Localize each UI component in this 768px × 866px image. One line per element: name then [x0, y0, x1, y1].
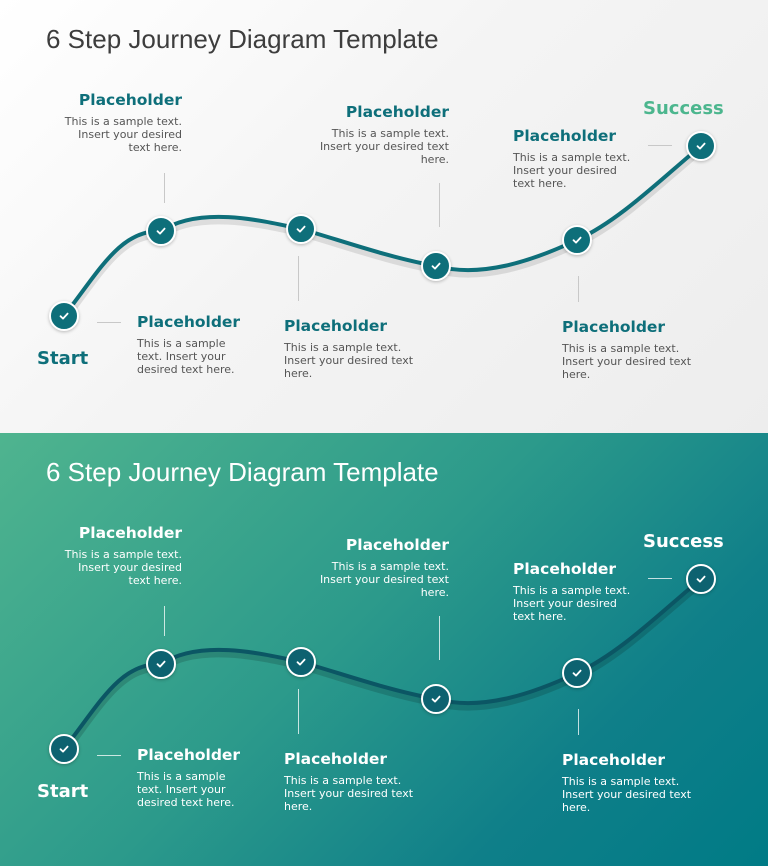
step-node-success — [686, 131, 716, 161]
step-node-4 — [562, 225, 592, 255]
step-heading: Placeholder — [78, 91, 182, 109]
check-icon — [696, 142, 706, 150]
step-node-4 — [562, 658, 592, 688]
step-card-6: Placeholder This is a sample text. Inser… — [562, 751, 691, 814]
step-card-3: Placeholder This is a sample text. Inser… — [284, 750, 413, 813]
leader-line — [97, 755, 121, 756]
success-label: Success — [643, 531, 724, 552]
leader-line — [648, 145, 672, 146]
step-description: This is a sample text. Insert your desir… — [284, 774, 414, 813]
leader-line — [439, 183, 440, 227]
step-node-3 — [421, 251, 451, 281]
step-heading: Placeholder — [513, 560, 617, 578]
step-heading: Placeholder — [284, 750, 388, 768]
step-description: This is a sample text. Insert your desir… — [137, 770, 235, 809]
check-icon — [296, 658, 306, 666]
leader-line — [298, 256, 299, 301]
step-node-1 — [146, 216, 176, 246]
step-node-start — [49, 301, 79, 331]
step-description: This is a sample text. Insert your desir… — [319, 127, 449, 166]
step-description: This is a sample text. Insert your desir… — [562, 775, 692, 814]
leader-line — [97, 322, 121, 323]
check-icon — [431, 695, 441, 703]
start-label: Start — [37, 348, 89, 369]
leader-line — [578, 709, 579, 735]
step-node-success — [686, 564, 716, 594]
check-icon — [59, 745, 69, 753]
check-icon — [156, 660, 166, 668]
step-node-2 — [286, 214, 316, 244]
slide-title: 6 Step Journey Diagram Template — [46, 457, 439, 487]
step-heading: Placeholder — [513, 127, 617, 145]
check-icon — [572, 236, 582, 244]
step-node-start — [49, 734, 79, 764]
step-card-5: Placeholder This is a sample text. Inser… — [513, 127, 630, 190]
start-label: Start — [37, 781, 89, 802]
step-heading: Placeholder — [137, 746, 241, 764]
step-node-1 — [146, 649, 176, 679]
step-card-4: Placeholder This is a sample text. Inser… — [320, 536, 449, 599]
step-heading: Placeholder — [78, 524, 182, 542]
step-node-2 — [286, 647, 316, 677]
slide-light: 6 Step Journey Diagram Template Start Su… — [0, 0, 768, 433]
step-description: This is a sample text. Insert your desir… — [284, 341, 414, 380]
leader-line — [164, 173, 165, 203]
step-card-4: Placeholder This is a sample text. Inser… — [320, 103, 449, 166]
step-heading: Placeholder — [562, 751, 666, 769]
step-description: This is a sample text. Insert your desir… — [64, 115, 182, 154]
step-description: This is a sample text. Insert your desir… — [562, 342, 692, 381]
step-card-3: Placeholder This is a sample text. Inser… — [284, 317, 413, 380]
check-icon — [59, 312, 69, 320]
step-description: This is a sample text. Insert your desir… — [513, 151, 631, 190]
step-node-3 — [421, 684, 451, 714]
step-description: This is a sample text. Insert your desir… — [513, 584, 631, 623]
step-heading: Placeholder — [345, 103, 449, 121]
check-icon — [296, 225, 306, 233]
step-heading: Placeholder — [284, 317, 388, 335]
step-description: This is a sample text. Insert your desir… — [64, 548, 182, 587]
leader-line — [439, 616, 440, 660]
check-icon — [572, 669, 582, 677]
step-heading: Placeholder — [137, 313, 241, 331]
step-card-5: Placeholder This is a sample text. Inser… — [513, 560, 630, 623]
success-label: Success — [643, 98, 724, 119]
step-heading: Placeholder — [345, 536, 449, 554]
step-card-6: Placeholder This is a sample text. Inser… — [562, 318, 691, 381]
check-icon — [696, 575, 706, 583]
step-description: This is a sample text. Insert your desir… — [137, 337, 235, 376]
check-icon — [156, 227, 166, 235]
leader-line — [298, 689, 299, 734]
step-heading: Placeholder — [562, 318, 666, 336]
leader-line — [164, 606, 165, 636]
check-icon — [431, 262, 441, 270]
step-card-2: Placeholder This is a sample text. Inser… — [137, 313, 240, 376]
leader-line — [648, 578, 672, 579]
slide-dark: 6 Step Journey Diagram Template Start Su… — [0, 433, 768, 866]
step-card-2: Placeholder This is a sample text. Inser… — [137, 746, 240, 809]
step-card-1: Placeholder This is a sample text. Inser… — [65, 524, 182, 587]
leader-line — [578, 276, 579, 302]
step-card-1: Placeholder This is a sample text. Inser… — [65, 91, 182, 154]
step-description: This is a sample text. Insert your desir… — [319, 560, 449, 599]
slide-title: 6 Step Journey Diagram Template — [46, 24, 439, 54]
